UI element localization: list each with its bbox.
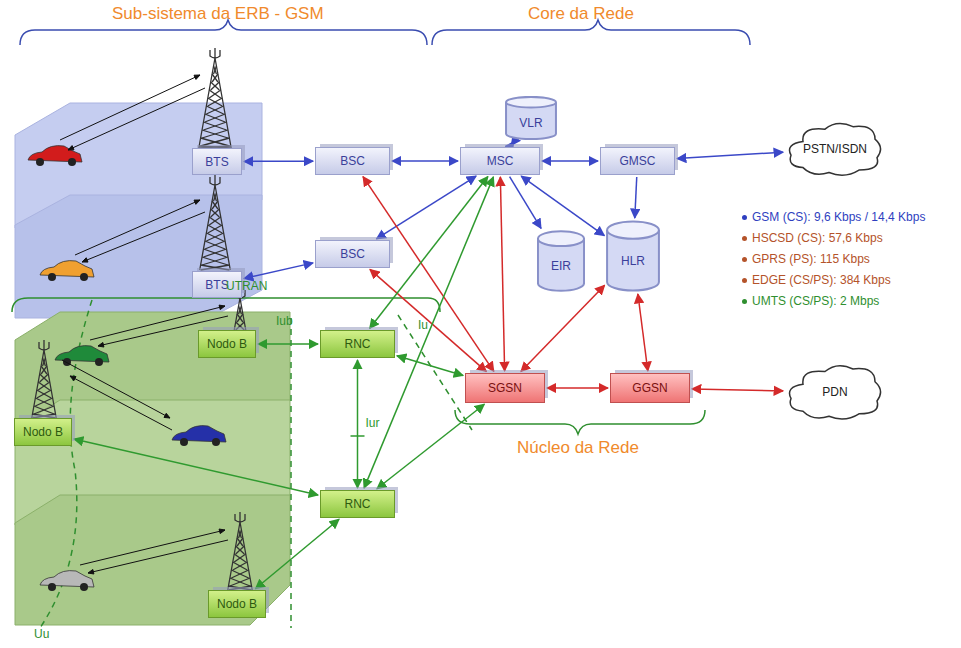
umts-cell <box>15 495 290 625</box>
node-label: Nodo B <box>207 337 247 351</box>
connector-arrow <box>511 142 514 146</box>
section-heading: Core da Rede <box>528 4 634 24</box>
network-box: RNC <box>320 330 395 358</box>
legend-text: GSM (CS): 9,6 Kbps / 14,4 Kbps <box>752 210 925 224</box>
node-label: VLR <box>519 116 542 130</box>
node-label: GMSC <box>620 154 656 168</box>
node-label: Nodo B <box>23 425 63 439</box>
connector-arrow <box>74 439 318 495</box>
legend-bullet <box>742 257 747 262</box>
connector-arrow <box>244 160 313 162</box>
bracket <box>455 410 705 434</box>
network-box: GMSC <box>600 147 675 175</box>
connector-arrow <box>547 387 608 389</box>
network-box: Nodo B <box>208 590 266 618</box>
network-box: BTS <box>192 148 242 175</box>
connector-arrow <box>377 404 484 489</box>
node-label: RNC <box>345 337 371 351</box>
connector-arrow <box>357 360 359 488</box>
node-label: SGSN <box>488 381 522 395</box>
section-heading: Sub-sistema da ERB - GSM <box>112 4 324 24</box>
legend-bullet <box>742 236 747 241</box>
legend-text: EDGE (CS/PS): 384 Kbps <box>752 273 891 287</box>
connector-arrow <box>244 263 313 279</box>
node-label: Nodo B <box>217 597 257 611</box>
node-label: RNC <box>345 497 371 511</box>
network-box: Nodo B <box>198 330 256 358</box>
legend-bullet <box>742 215 747 220</box>
connector-arrow <box>521 285 605 371</box>
database-cylinder: VLR <box>505 96 557 140</box>
cars <box>28 146 226 591</box>
bracket <box>20 20 427 45</box>
legend-row: UMTS (CS/PS): 2 Mbps <box>742 294 879 308</box>
network-cloud: PSTN/ISDN <box>785 118 885 180</box>
network-box: GGSN <box>610 373 690 403</box>
database-cylinder: EIR <box>537 230 585 292</box>
connector-arrow <box>635 177 637 218</box>
node-label: BSC <box>340 247 365 261</box>
legend-text: GPRS (PS): 115 Kbps <box>752 252 870 266</box>
interface-label: UTRAN <box>226 279 267 293</box>
node-label: BTS <box>205 155 228 169</box>
interface-tick <box>351 435 365 437</box>
antenna-towers <box>32 48 252 590</box>
gsm-cell <box>15 195 262 318</box>
legend-bullet <box>742 278 747 283</box>
bracket <box>12 298 440 312</box>
node-label: MSC <box>487 154 514 168</box>
connector-arrow <box>510 177 541 229</box>
legend-row: GSM (CS): 9,6 Kbps / 14,4 Kbps <box>742 210 925 224</box>
connector-arrow <box>542 160 598 162</box>
interface-label: Iu <box>418 318 428 332</box>
database-cylinder: HLR <box>606 220 660 292</box>
node-label: GGSN <box>632 381 667 395</box>
network-box: RNC <box>320 490 395 518</box>
legend-row: EDGE (CS/PS): 384 Kbps <box>742 273 891 287</box>
edge-label: Iur <box>364 416 382 430</box>
bracket <box>432 20 750 45</box>
node-label: HLR <box>621 254 645 268</box>
node-label: BTS <box>205 278 228 292</box>
connector-arrow <box>500 177 504 371</box>
section-heading: Núcleo da Rede <box>517 438 639 458</box>
node-label: EIR <box>551 259 571 273</box>
connector-arrow <box>638 294 648 371</box>
legend-bullet <box>742 299 747 304</box>
legend-text: UMTS (CS/PS): 2 Mbps <box>752 294 879 308</box>
legend-row: GPRS (PS): 115 Kbps <box>742 252 870 266</box>
connector-arrow <box>521 176 604 235</box>
connector-arrow <box>392 160 458 162</box>
network-box: Nodo B <box>14 418 72 446</box>
network-box: BSC <box>315 147 390 175</box>
legend-row: HSCSD (CS): 57,6 Kbps <box>742 231 883 245</box>
interface-label: Iub <box>276 314 293 328</box>
iu-interface <box>398 315 472 430</box>
legend-text: HSCSD (CS): 57,6 Kbps <box>752 231 883 245</box>
connector-arrow <box>376 176 476 239</box>
network-box: MSC <box>460 147 540 175</box>
node-label: PSTN/ISDN <box>803 142 867 156</box>
iub-interface <box>290 318 292 628</box>
network-cloud: PDN <box>785 360 885 424</box>
node-label: PDN <box>822 385 847 399</box>
network-box: BSC <box>315 240 390 268</box>
interface-label: Uu <box>34 627 49 641</box>
connector-arrow <box>255 519 339 588</box>
connector-arrow <box>692 389 783 391</box>
node-label: BSC <box>340 154 365 168</box>
connector-arrow <box>258 343 318 345</box>
connector-arrow <box>397 356 463 376</box>
connector-arrow <box>677 152 783 158</box>
network-box: SGSN <box>465 373 545 403</box>
